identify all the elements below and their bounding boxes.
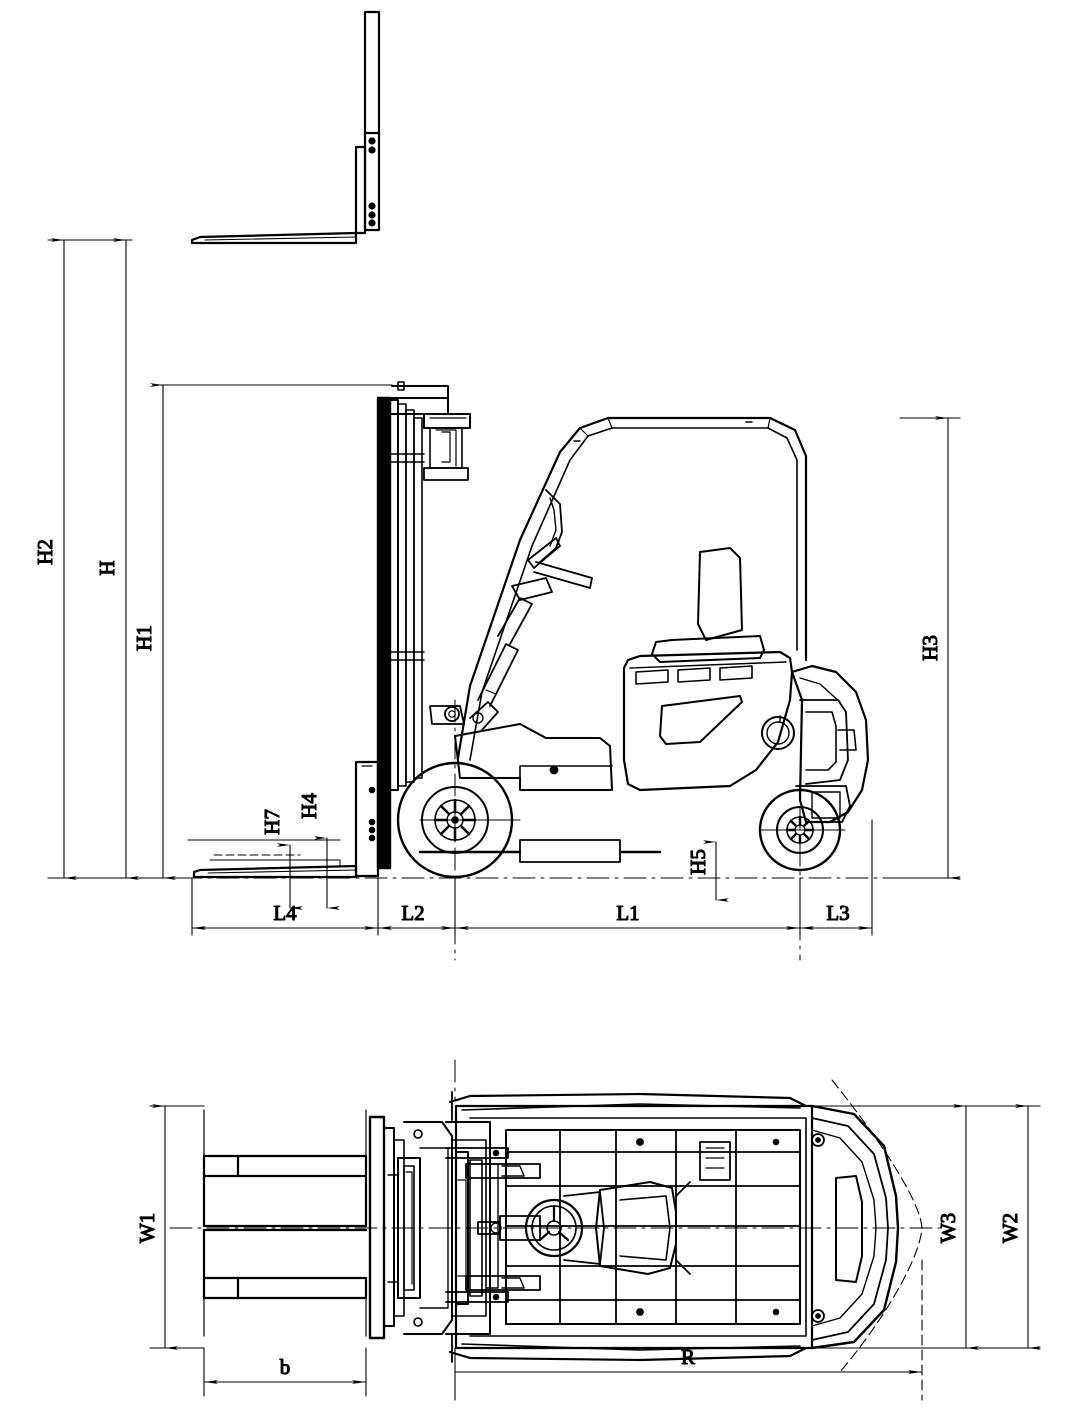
- side-view-dimensions: H2 H H1 H7 H4 H5 H3: [32, 238, 961, 936]
- dim-H1: H1: [131, 383, 176, 880]
- dim-L4: L4: [191, 900, 379, 930]
- dim-H5: H5: [685, 840, 729, 902]
- dim-label-b: b: [280, 1355, 291, 1379]
- dim-label-W3: W3: [936, 1213, 960, 1243]
- dim-label-L2: L2: [401, 901, 424, 925]
- plan-view-counterweight: [810, 1079, 923, 1373]
- dim-H: H: [94, 238, 139, 880]
- overhead-guard: [456, 416, 808, 761]
- operator-seat: [651, 547, 765, 663]
- dim-H4: H4: [187, 792, 341, 910]
- dim-label-H5: H5: [686, 849, 710, 875]
- dim-label-H1: H1: [132, 625, 156, 651]
- counterweight: [790, 664, 870, 824]
- mast-assembly: [192, 381, 471, 879]
- plan-view-chassis: [454, 1104, 814, 1350]
- steering-assembly: [469, 489, 593, 731]
- dim-label-H3: H3: [918, 635, 942, 661]
- dim-b: b: [203, 1354, 367, 1384]
- plan-view-overhead-guard: [448, 1091, 808, 1363]
- dim-label-L4: L4: [273, 901, 297, 925]
- dim-H2: H2: [32, 238, 77, 880]
- vehicle-body: [418, 650, 795, 863]
- raised-fork-assembly: [190, 10, 381, 245]
- dim-label-H4: H4: [297, 793, 321, 819]
- dim-W3: W3: [935, 1104, 979, 1350]
- dim-label-H7: H7: [260, 809, 284, 835]
- dim-H7: H7: [259, 809, 303, 910]
- dim-L3: L3: [799, 900, 873, 930]
- plan-view-dimensions: W1 W3 W2 b R: [134, 1104, 1041, 1401]
- dim-label-H: H: [95, 560, 119, 575]
- dim-R: R: [454, 1344, 923, 1374]
- plan-view-forks: [202, 1109, 368, 1337]
- dim-L1: L1: [454, 900, 801, 930]
- dim-label-L3: L3: [826, 901, 849, 925]
- dim-label-W2: W2: [998, 1213, 1022, 1243]
- dim-W1: W1: [134, 1104, 178, 1350]
- plan-view-carriage: [368, 1115, 453, 1340]
- dim-W2: W2: [997, 1104, 1041, 1350]
- dim-label-R: R: [681, 1345, 695, 1369]
- dim-L2: L2: [377, 900, 456, 930]
- dim-label-L1: L1: [616, 901, 639, 925]
- dim-label-W1: W1: [135, 1213, 159, 1243]
- dim-label-H2: H2: [33, 539, 57, 565]
- dim-H3: H3: [917, 416, 961, 880]
